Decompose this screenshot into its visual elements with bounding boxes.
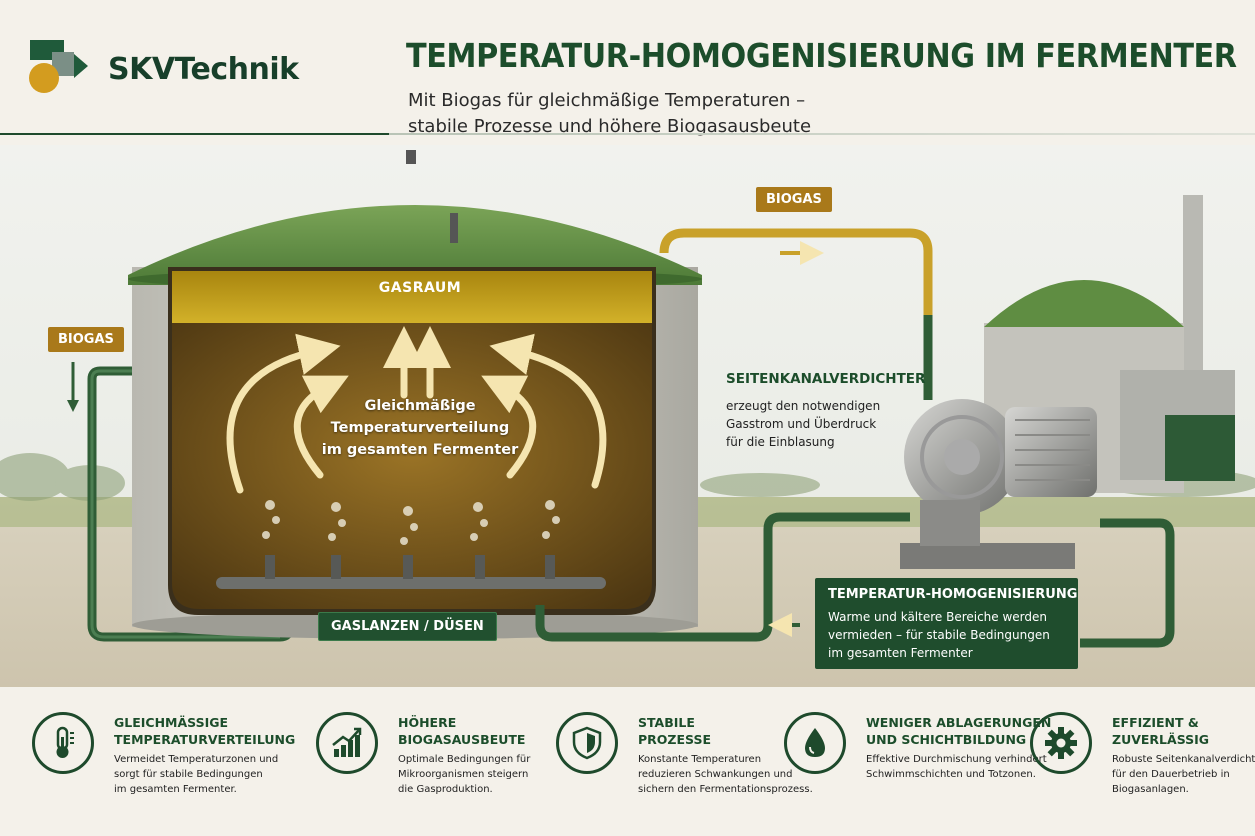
center-line: im gesamten Fermenter	[321, 442, 519, 458]
header-divider	[0, 133, 1255, 135]
feature-desc-line: sorgt für stabile Bedingungen	[114, 769, 263, 780]
fermenter-scene: BIOGAS BIOGAS GASRAUM Gleichmäßige Tempe…	[0, 145, 1255, 687]
feature-title-line: HÖHERE	[398, 715, 457, 730]
subtitle-line: Mit Biogas für gleichmäßige Temperaturen…	[408, 90, 806, 111]
feature-row: GLEICHMÄSSIGE TEMPERATURVERTEILUNG Verme…	[0, 690, 1255, 836]
homogenization-line: Warme und kältere Bereiche werden	[828, 610, 1048, 624]
homogenization-description: Warme und kältere Bereiche werden vermie…	[828, 608, 1065, 662]
biogas-inlet-tag: BIOGAS	[48, 327, 124, 352]
feature-title-line: GLEICHMÄSSIGE	[114, 715, 229, 730]
compressor-line: für die Einblasung	[726, 435, 835, 449]
homogenization-box: TEMPERATUR-HOMOGENISIERUNG Warme und käl…	[815, 578, 1078, 669]
feature-desc-line: im gesamten Fermenter.	[114, 784, 237, 795]
growth-chart-icon	[316, 712, 378, 774]
feature-desc-line: für den Dauerbetrieb in	[1112, 769, 1230, 780]
center-line: Temperaturverteilung	[330, 420, 510, 436]
feature-desc-line: reduzieren Schwankungen und	[638, 769, 793, 780]
feature-item: GLEICHMÄSSIGE TEMPERATURVERTEILUNG Verme…	[32, 704, 295, 824]
feature-desc-line: Konstante Temperaturen	[638, 754, 762, 765]
feature-title-line: BIOGASAUSBEUTE	[398, 732, 526, 747]
feature-description: Konstante Temperaturen reduzieren Schwan…	[638, 752, 813, 797]
subtitle-line: stabile Prozesse und höhere Biogasausbeu…	[408, 116, 812, 137]
header: SKVTechnik TEMPERATUR-HOMOGENISIERUNG IM…	[0, 0, 1255, 145]
feature-title-line: WENIGER ABLAGERUNGEN	[866, 715, 1052, 730]
compressor-line: Gasstrom und Überdruck	[726, 417, 877, 431]
feature-title: STABILE PROZESSE	[638, 714, 808, 748]
gear-icon	[1030, 712, 1092, 774]
feature-desc-line: Mikroorganismen steigern	[398, 769, 529, 780]
shield-icon	[556, 712, 618, 774]
homogenization-line: im gesamten Fermenter	[828, 646, 973, 660]
brand-name: SKVTechnik	[108, 52, 299, 87]
feature-title-line: EFFIZIENT &	[1112, 715, 1199, 730]
compressor-description: erzeugt den notwendigen Gasstrom und Übe…	[726, 397, 926, 451]
homogenization-line: vermieden – für stabile Bedingungen	[828, 628, 1050, 642]
feature-desc-line: Effektive Durchmischung verhindert	[866, 754, 1047, 765]
compressor-title: SEITENKANALVERDICHTER	[726, 371, 926, 387]
feature-desc-line: sichern den Fermentationsprozess.	[638, 784, 813, 795]
temperature-distribution-label: Gleichmäßige Temperaturverteilung im ges…	[310, 395, 530, 461]
feature-item: EFFIZIENT & ZUVERLÄSSIG Robuste Seitenka…	[1030, 704, 1255, 824]
compressor-line: erzeugt den notwendigen	[726, 399, 881, 413]
feature-title: WENIGER ABLAGERUNGEN UND SCHICHTBILDUNG	[866, 714, 1052, 748]
center-line: Gleichmäßige	[364, 398, 476, 414]
feature-item: STABILE PROZESSE Konstante Temperaturen …	[556, 704, 813, 824]
feature-title-line: PROZESSE	[638, 732, 711, 747]
feature-title-line: UND SCHICHTBILDUNG	[866, 732, 1027, 747]
skv-logo-icon	[29, 40, 88, 93]
biogas-outlet-tag: BIOGAS	[756, 187, 832, 212]
arrow-down-icon	[67, 362, 79, 412]
feature-desc-line: Optimale Bedingungen für	[398, 754, 531, 765]
gas-space-label: GASRAUM	[378, 280, 462, 296]
brand-logo: SKVTechnik	[26, 38, 306, 98]
feature-description: Optimale Bedingungen für Mikroorganismen…	[398, 752, 568, 797]
gas-lances-tag: GASLANZEN / DÜSEN	[318, 612, 497, 641]
feature-description: Robuste Seitenkanalverdichter für den Da…	[1112, 752, 1255, 797]
feature-desc-line: Vermeidet Temperaturzonen und	[114, 754, 279, 765]
feature-desc-line: Biogasanlagen.	[1112, 784, 1189, 795]
feature-description: Effektive Durchmischung verhindert Schwi…	[866, 752, 1047, 782]
feature-item: HÖHERE BIOGASAUSBEUTE Optimale Bedingung…	[316, 704, 556, 824]
feature-desc-line: Robuste Seitenkanalverdichter	[1112, 754, 1255, 765]
feature-description: Vermeidet Temperaturzonen und sorgt für …	[114, 752, 284, 797]
thermometer-icon	[32, 712, 94, 774]
feature-desc-line: Schwimmschichten und Totzonen.	[866, 769, 1036, 780]
page-subtitle: Mit Biogas für gleichmäßige Temperaturen…	[408, 88, 1028, 140]
feature-title-line: ZUVERLÄSSIG	[1112, 732, 1210, 747]
feature-title-line: STABILE	[638, 715, 695, 730]
drop-icon	[784, 712, 846, 774]
feature-item: WENIGER ABLAGERUNGEN UND SCHICHTBILDUNG …	[784, 704, 1051, 824]
homogenization-title: TEMPERATUR-HOMOGENISIERUNG	[828, 587, 1078, 602]
feature-title: EFFIZIENT & ZUVERLÄSSIG	[1112, 714, 1242, 748]
page-title: TEMPERATUR-HOMOGENISIERUNG IM FERMENTER	[406, 36, 1237, 75]
feature-title: HÖHERE BIOGASAUSBEUTE	[398, 714, 568, 748]
feature-title-line: TEMPERATURVERTEILUNG	[114, 732, 296, 747]
feature-title: GLEICHMÄSSIGE TEMPERATURVERTEILUNG	[114, 714, 296, 748]
feature-desc-line: die Gasproduktion.	[398, 784, 493, 795]
